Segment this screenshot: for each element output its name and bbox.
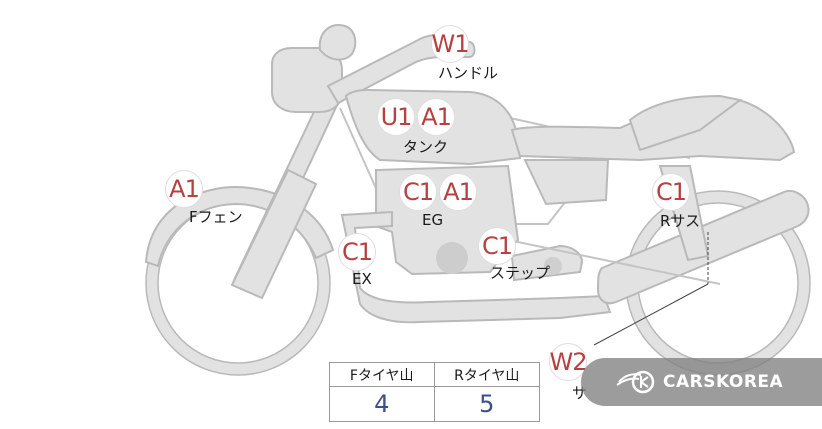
rear-tread-value: 5 xyxy=(479,390,495,418)
step-markers: C1 xyxy=(478,227,516,265)
tire-tread-table: Fタイヤ山 Rタイヤ山 4 5 xyxy=(329,362,540,422)
engine-markers: C1 A1 xyxy=(399,173,477,211)
damage-code-badge: A1 xyxy=(439,173,477,211)
tank-markers: U1 A1 xyxy=(377,98,455,136)
damage-code-badge: C1 xyxy=(338,233,376,271)
step-label: ステップ xyxy=(490,264,551,282)
damage-code-badge: A1 xyxy=(417,98,455,136)
rear-suspension-markers: C1 xyxy=(652,173,690,211)
tank-label: タンク xyxy=(403,138,449,156)
rear-tread-header: Rタイヤ山 xyxy=(434,363,539,387)
exhaust-markers: C1 xyxy=(338,233,376,271)
handle-markers: W1 xyxy=(431,25,470,63)
carskorea-watermark: CARSKOREA xyxy=(581,358,822,406)
damage-code-badge: W1 xyxy=(431,25,470,63)
side-markers: W2 xyxy=(549,343,588,381)
front-fender-markers: A1 xyxy=(165,170,203,208)
handle-label: ハンドル xyxy=(438,64,499,82)
damage-code-badge: C1 xyxy=(478,227,516,265)
damage-code-badge: A1 xyxy=(165,170,203,208)
front-tread-value: 4 xyxy=(330,387,435,421)
damage-code-badge: C1 xyxy=(399,173,437,211)
engine-label: EG xyxy=(422,211,444,229)
rear-suspension-label: Rサス xyxy=(660,212,701,230)
carskorea-logo-icon xyxy=(616,370,655,394)
damage-code-badge: W2 xyxy=(549,343,588,381)
exhaust-label: EX xyxy=(352,270,372,288)
damage-code-badge: U1 xyxy=(377,98,415,136)
damage-code-badge: C1 xyxy=(652,173,690,211)
front-fender-label: Fフェン xyxy=(189,208,243,226)
carskorea-brand-text: CARSKOREA xyxy=(663,372,784,392)
front-tread-header: Fタイヤ山 xyxy=(330,363,435,387)
